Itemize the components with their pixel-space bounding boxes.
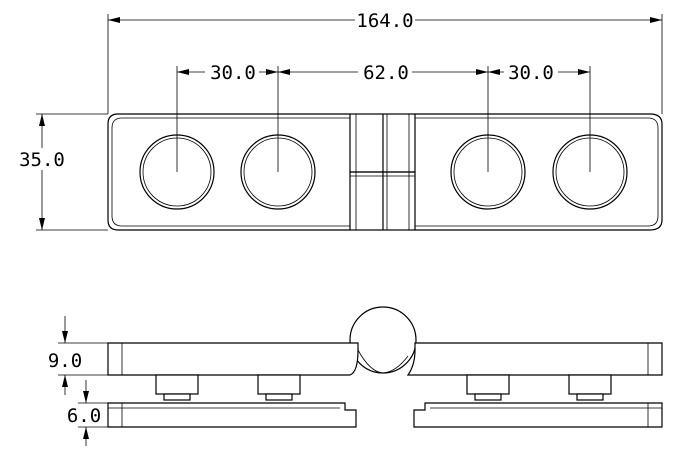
left-base-plate [107,402,357,428]
dimension-overall: 164.0 [107,8,663,114]
dimension-plate-width: 35.0 [14,113,108,231]
dimension-base-thickness: 6.0 [67,380,108,446]
hole-spacing-middle-label: 62.0 [363,62,409,84]
stud-2 [257,374,301,401]
right-top-plate [406,342,663,376]
hole-spacing-left-label: 30.0 [210,62,256,84]
hole-spacing-right-label: 30.0 [508,62,554,84]
stud-3 [466,374,510,401]
dimension-hole-spacing: 30.0 62.0 30.0 [176,61,591,172]
top-view [107,113,663,231]
right-base-plate [413,402,663,428]
overall-length-label: 164.0 [356,10,413,32]
left-plate-outline [107,113,350,231]
side-view [107,306,663,428]
stud-4 [568,374,612,401]
plate-width-label: 35.0 [19,149,65,171]
hinge-barrel [349,306,417,374]
dimension-plate-thickness: 9.0 [48,316,108,395]
stud-1 [155,374,199,401]
right-plate-outline [415,113,663,231]
plate-thickness-label: 9.0 [48,350,82,372]
left-top-plate [107,342,359,376]
base-thickness-label: 6.0 [67,405,101,427]
